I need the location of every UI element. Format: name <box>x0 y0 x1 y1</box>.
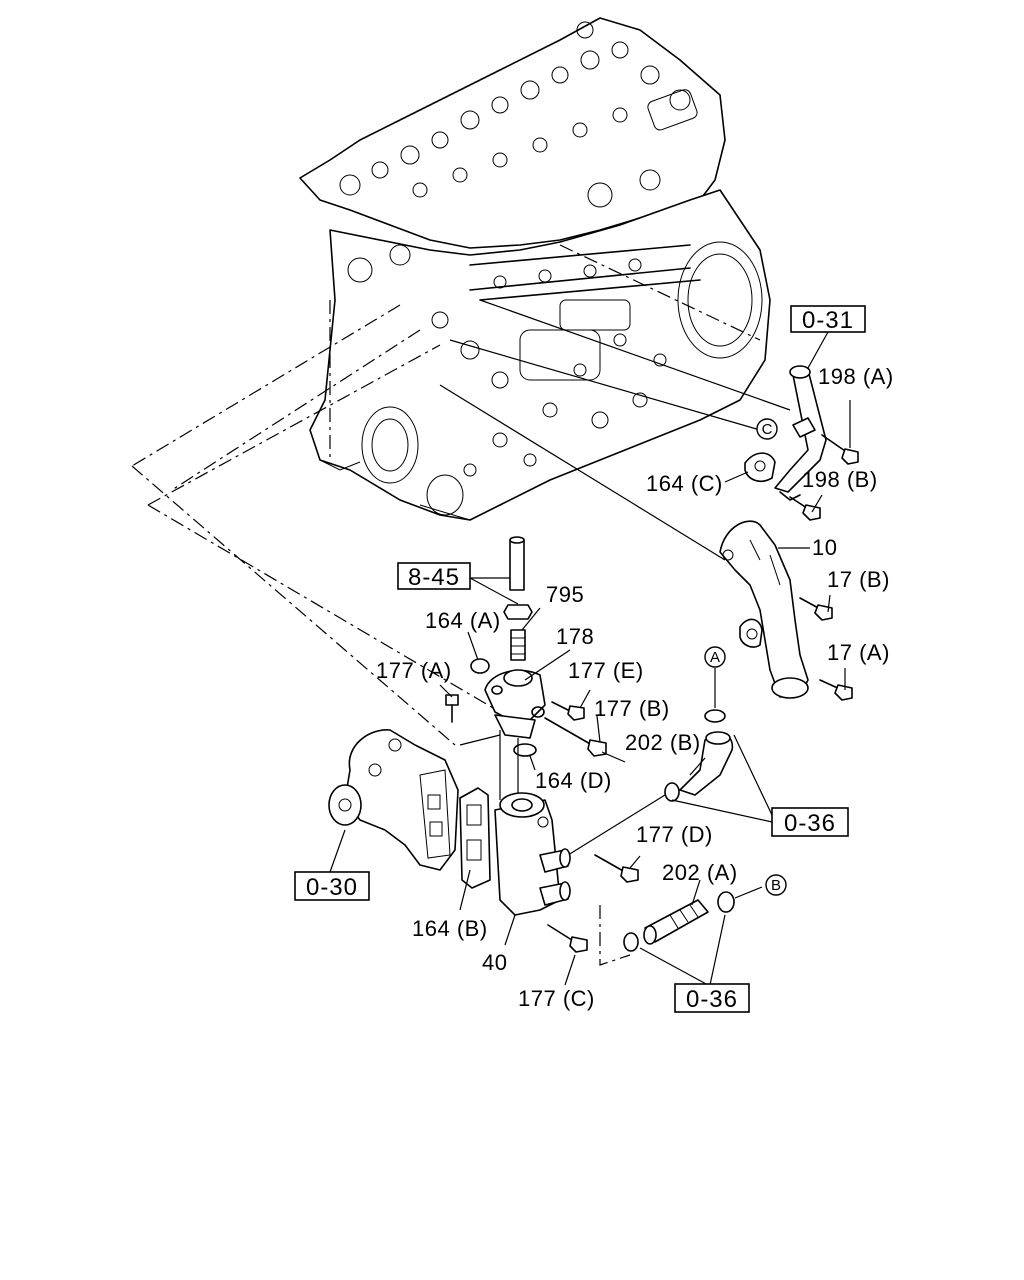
svg-text:B: B <box>771 877 781 894</box>
svg-text:C: C <box>762 421 773 438</box>
callout-177d: 177 (D) <box>636 822 713 847</box>
label-leaders <box>329 331 851 986</box>
circle-marker-c: C <box>756 418 778 440</box>
circle-marker-b: B <box>765 874 787 896</box>
bolt-177d <box>594 854 639 883</box>
bolt-198a <box>821 434 859 465</box>
callout-164c: 164 (C) <box>646 471 723 496</box>
housing-40 <box>494 792 571 916</box>
assembly-lines <box>131 244 791 966</box>
gasket-164b <box>459 787 491 889</box>
ref-box-0-30: 0-30 <box>294 871 370 901</box>
hose-202a <box>643 899 709 945</box>
bypass-pipe-10 <box>719 520 809 699</box>
ref-box-0-36-upper: 0-36 <box>771 807 849 837</box>
bolt-177c <box>547 924 588 953</box>
callout-40: 40 <box>482 950 507 975</box>
bolt-177a <box>445 694 459 723</box>
callout-177a: 177 (A) <box>376 658 452 683</box>
clamp-lower <box>623 891 735 952</box>
ref-label: 0-30 <box>306 874 358 901</box>
callout-202b: 202 (B) <box>625 730 701 755</box>
bolt-198b <box>789 496 821 521</box>
callout-202a: 202 (A) <box>662 860 738 885</box>
bolt-17b <box>799 597 833 621</box>
callout-177c: 177 (C) <box>518 986 595 1011</box>
bolt-177b <box>544 717 607 757</box>
part-callouts: 198 (A) 198 (B) 164 (C) 10 17 (B) 17 (A)… <box>376 364 894 1011</box>
o-ring-164a <box>470 658 490 674</box>
thermo-switch-795 <box>503 604 533 661</box>
circle-marker-a: A <box>704 646 726 668</box>
ref-label: 0-36 <box>784 810 836 837</box>
pipe-8-45 <box>509 536 525 591</box>
callout-10: 10 <box>812 535 837 560</box>
water-pump <box>328 729 459 871</box>
callout-164b: 164 (B) <box>412 916 488 941</box>
callout-17b: 17 (B) <box>827 567 890 592</box>
callout-177b: 177 (B) <box>594 696 670 721</box>
engine-block <box>299 17 771 521</box>
ref-box-8-45: 8-45 <box>397 562 471 591</box>
bolt-17a <box>819 679 853 701</box>
ref-label: 0-36 <box>686 986 738 1013</box>
svg-text:A: A <box>710 649 720 666</box>
thermostat-housing-178 <box>484 669 546 739</box>
callout-198b: 198 (B) <box>802 467 878 492</box>
callout-178: 178 <box>556 624 594 649</box>
callout-198a: 198 (A) <box>818 364 894 389</box>
callout-177e: 177 (E) <box>568 658 644 683</box>
ref-box-0-36-lower: 0-36 <box>674 983 750 1013</box>
o-ring-164d <box>513 743 537 757</box>
callout-164a: 164 (A) <box>425 608 501 633</box>
ref-label: 8-45 <box>408 564 460 591</box>
callout-17a: 17 (A) <box>827 640 890 665</box>
callout-164d: 164 (D) <box>535 768 612 793</box>
callout-795: 795 <box>546 582 584 607</box>
hose-202b <box>679 731 734 796</box>
bolt-177e <box>551 701 585 721</box>
water-outlet-pipe <box>744 365 827 501</box>
ref-box-0-31: 0-31 <box>790 305 866 334</box>
clamp-upper <box>664 709 726 802</box>
ref-label: 0-31 <box>802 307 854 334</box>
